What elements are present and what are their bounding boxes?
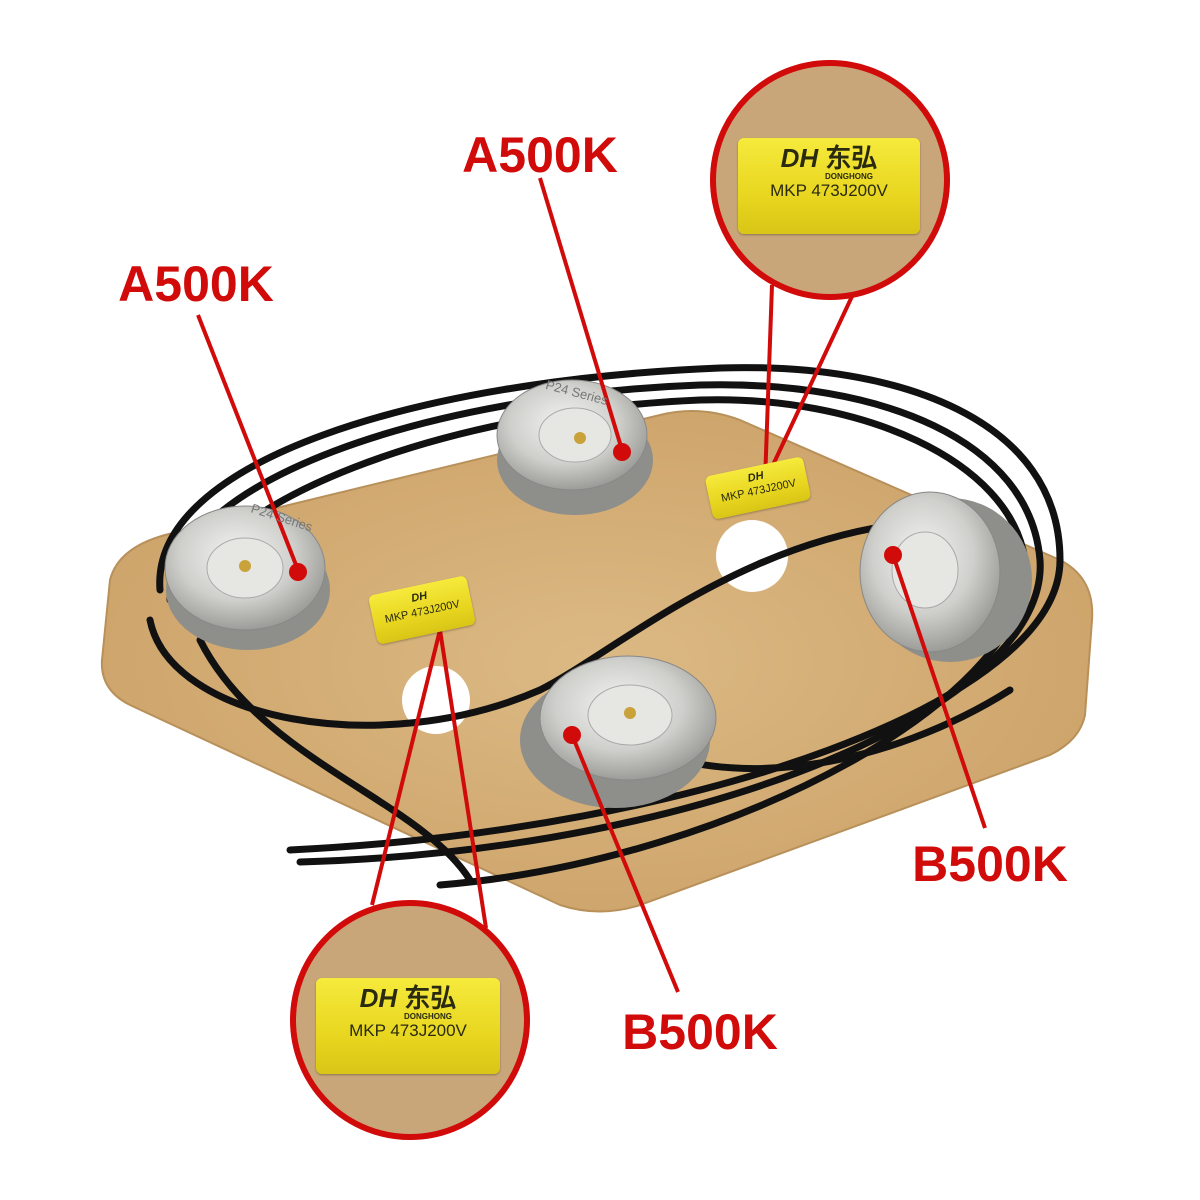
label-pot-top-left: A500K [118, 256, 274, 312]
potentiometer-bottom [520, 655, 717, 808]
potentiometer-top-left [164, 505, 330, 650]
capacitor-logo: DH [780, 143, 819, 173]
pointer-dot [884, 546, 902, 564]
label-pot-top-center: A500K [462, 127, 618, 183]
capacitor-brand: DONGHONG [404, 1012, 452, 1021]
pointer-dot [289, 563, 307, 581]
label-pot-bottom: B500K [622, 1004, 778, 1060]
capacitor-magnified-bottom: DH 东弘 DONGHONG MKP 473J200V [316, 978, 500, 1074]
capacitor-brand-cn: 东弘 [825, 143, 878, 173]
capacitor-brand-cn: 东弘 [404, 983, 457, 1013]
capacitor-magnified-top: DH 东弘 DONGHONG MKP 473J200V [738, 138, 920, 234]
capacitor-brand: DONGHONG [825, 172, 873, 181]
label-pot-right: B500K [912, 836, 1068, 892]
pointer-dot [613, 443, 631, 461]
pointer-dot [563, 726, 581, 744]
pointer-lines [196, 177, 987, 993]
capacitor-logo: DH [359, 983, 398, 1013]
potentiometer-right [859, 491, 1032, 662]
capacitor-marking: MKP 473J200V [770, 181, 888, 200]
capacitor-marking: MKP 473J200V [349, 1021, 467, 1040]
